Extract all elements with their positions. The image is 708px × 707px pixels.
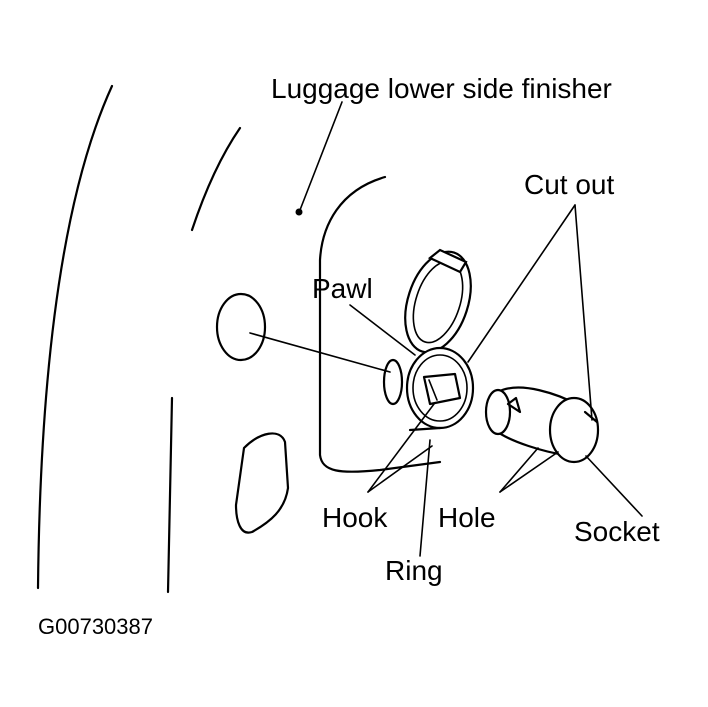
trim-opening-oval (215, 292, 267, 362)
label-hook: Hook (322, 502, 388, 533)
socket-part (484, 386, 600, 464)
label-pawl: Pawl (312, 273, 373, 304)
leader-lines (249, 101, 643, 557)
label-hole: Hole (438, 502, 496, 533)
figure-id: G00730387 (38, 614, 153, 639)
label-cut-out: Cut out (524, 169, 614, 200)
label-luggage-lower-side-finisher: Luggage lower side finisher (271, 73, 612, 104)
body-panel-outline (36, 84, 442, 594)
label-socket: Socket (574, 516, 660, 547)
ring-assembly (382, 248, 475, 432)
trim-lower-tab (234, 432, 290, 534)
label-ring: Ring (385, 555, 443, 586)
